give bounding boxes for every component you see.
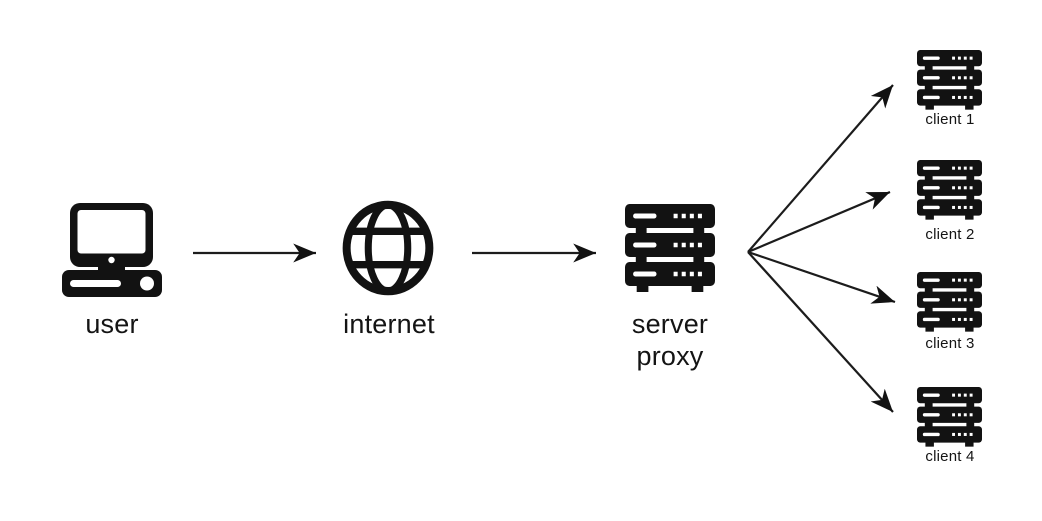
server-rack-icon bbox=[917, 160, 982, 221]
server-proxy-label-line1: server bbox=[631, 309, 709, 339]
server-proxy-label: server proxy bbox=[600, 308, 740, 372]
server-rack-icon bbox=[917, 50, 982, 111]
arrow-proxy-to-client-2 bbox=[747, 190, 891, 254]
globe-icon bbox=[341, 199, 435, 297]
client-2-label: client 2 bbox=[925, 226, 975, 243]
server-rack-icon bbox=[917, 272, 982, 333]
arrow-proxy-to-client-3 bbox=[747, 250, 896, 304]
arrow-proxy-to-client-4 bbox=[747, 251, 894, 413]
client-1-label: client 1 bbox=[925, 111, 975, 128]
client-3-label: client 3 bbox=[925, 335, 975, 352]
desktop-computer-icon bbox=[62, 203, 162, 297]
server-rack-icon bbox=[625, 204, 715, 294]
server-rack-icon bbox=[917, 387, 982, 448]
arrow-proxy-to-client-1 bbox=[747, 84, 894, 253]
server-proxy-label-line2: proxy bbox=[636, 341, 704, 371]
client-4-label: client 4 bbox=[925, 448, 975, 465]
internet-label: internet bbox=[343, 309, 435, 339]
user-label: user bbox=[85, 309, 139, 339]
